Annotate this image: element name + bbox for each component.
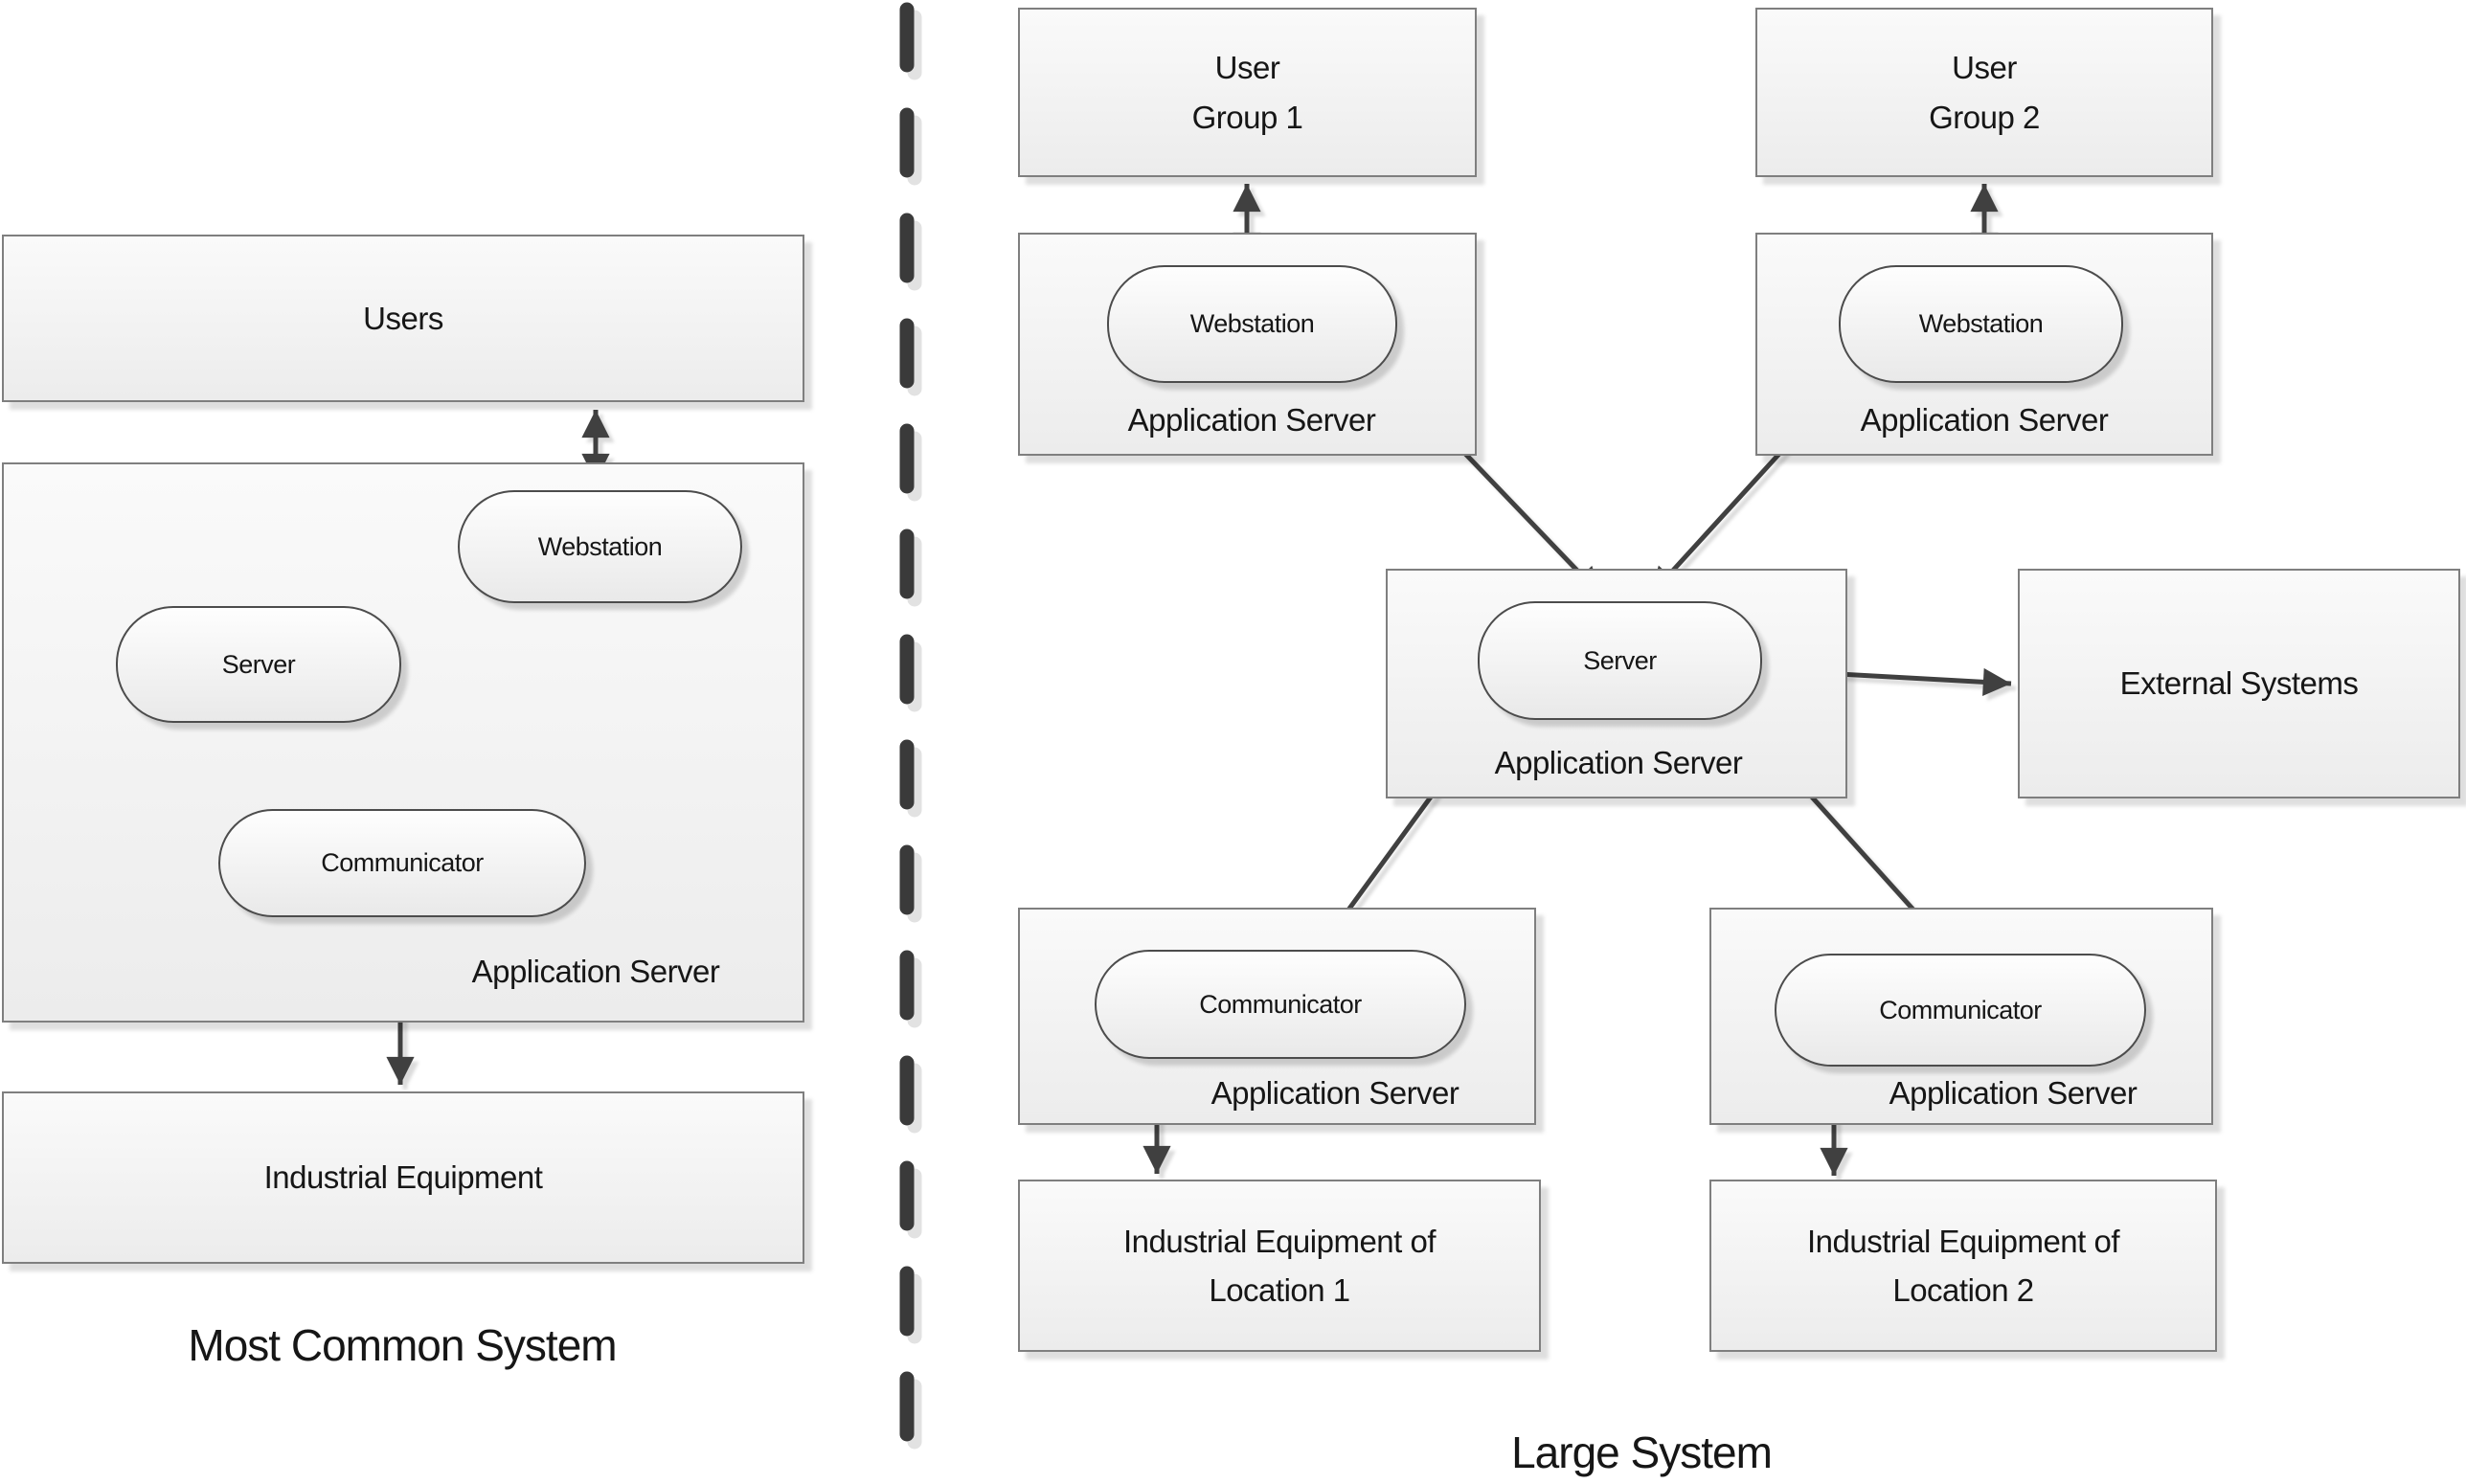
user-group-1-label: User Group 1 (1191, 50, 1303, 135)
left-industrial-equipment-box: Industrial Equipment (2, 1091, 804, 1264)
webstation-2-pill: Webstation (1839, 265, 2123, 383)
webstation-1-label: Webstation (1189, 309, 1315, 338)
communicator-1-pill: Communicator (1095, 950, 1466, 1059)
external-systems-box: External Systems (2018, 569, 2460, 798)
app-server-comm-2-box: Communicator Application Server (1709, 908, 2213, 1125)
user-group-2-label: User Group 2 (1929, 50, 2040, 135)
most-common-system-heading: Most Common System (188, 1320, 617, 1370)
app-server-center-box: Server Application Server (1386, 569, 1847, 798)
left-industrial-equipment-label: Industrial Equipment (263, 1159, 543, 1196)
large-system-heading: Large System (1511, 1428, 1773, 1477)
app-server-1-label: Application Server (1127, 402, 1376, 438)
app-server-2-label: Application Server (1860, 402, 2109, 438)
industrial-equipment-1-label: Industrial Equipment of Location 1 (1122, 1223, 1437, 1308)
users-label: Users (363, 300, 443, 336)
app-server-comm-2-label: Application Server (1889, 1075, 2138, 1111)
industrial-equipment-2-box: Industrial Equipment of Location 2 (1709, 1180, 2217, 1352)
webstation-1-pill: Webstation (1107, 265, 1397, 383)
left-app-server-box: Webstation Server Communicator Applicati… (2, 462, 804, 1023)
industrial-equipment-2-label: Industrial Equipment of Location 2 (1806, 1223, 2120, 1308)
communicator-2-pill: Communicator (1775, 954, 2146, 1067)
center-server-pill: Server (1478, 601, 1762, 720)
left-communicator-label: Communicator (321, 848, 484, 877)
left-webstation-pill: Webstation (458, 490, 742, 603)
user-group-2-box: User Group 2 (1755, 8, 2213, 177)
left-app-server-label: Application Server (471, 954, 720, 989)
external-systems-label: External Systems (2119, 665, 2359, 702)
app-server-comm-1-label: Application Server (1210, 1075, 1459, 1111)
left-server-label: Server (221, 649, 296, 679)
communicator-1-label: Communicator (1199, 989, 1362, 1019)
left-communicator-pill: Communicator (218, 809, 586, 917)
center-server-label: Server (1583, 645, 1657, 675)
left-webstation-label: Webstation (537, 531, 663, 561)
industrial-equipment-1-box: Industrial Equipment of Location 1 (1018, 1180, 1541, 1352)
app-server-1-box: Webstation Application Server (1018, 233, 1477, 456)
users-box: Users (2, 235, 804, 402)
app-server-center-label: Application Server (1494, 745, 1743, 780)
user-group-1-box: User Group 1 (1018, 8, 1477, 177)
webstation-2-label: Webstation (1918, 309, 2044, 338)
left-server-pill: Server (116, 606, 401, 723)
app-server-2-box: Webstation Application Server (1755, 233, 2213, 456)
communicator-2-label: Communicator (1879, 995, 2042, 1024)
app-server-comm-1-box: Communicator Application Server (1018, 908, 1536, 1125)
